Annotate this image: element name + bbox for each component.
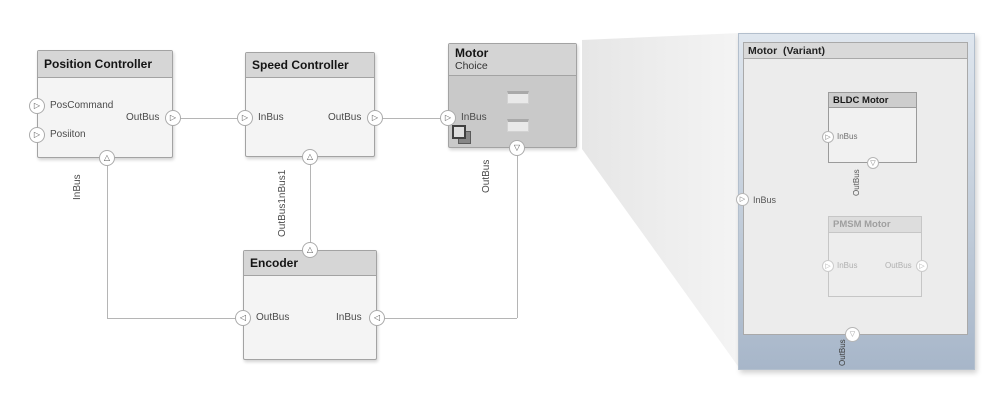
wire-label-motor-outbus: OutBus — [481, 159, 492, 193]
wire-speedctrl-to-motor[interactable] — [375, 118, 448, 119]
port-label-encoder-outbus: OutBus — [256, 312, 290, 323]
variant-choice-preview-2 — [507, 119, 529, 132]
port-bldc-inbus[interactable]: ▷ — [822, 131, 834, 143]
triangle-right-icon: ▷ — [919, 262, 925, 270]
block-bldc-motor-title: BLDC Motor — [833, 94, 889, 106]
port-label-pmsm-outbus: OutBus — [885, 261, 912, 270]
port-motor-inbus-in[interactable]: ▷ — [440, 110, 456, 126]
port-posctrl-outbus-out[interactable]: ▷ — [165, 110, 181, 126]
block-pmsm-motor[interactable]: PMSM Motor — [828, 216, 922, 297]
block-position-controller-title: Position Controller — [44, 57, 152, 71]
port-label-pmsm-inbus: InBus — [837, 261, 858, 270]
port-label-motor-inbus: InBus — [461, 112, 487, 123]
variant-badge-icon — [452, 125, 474, 147]
block-encoder-title: Encoder — [250, 256, 299, 270]
port-pmsm-outbus[interactable]: ▷ — [916, 260, 928, 272]
port-speedctrl-outbus-out[interactable]: ▷ — [367, 110, 383, 126]
wire-label-outbus1nbus1: OutBus1nBus1 — [277, 169, 288, 237]
triangle-down-icon: ▽ — [870, 159, 876, 167]
triangle-down-icon: ▽ — [849, 331, 856, 338]
triangle-up-icon: △ — [103, 153, 111, 162]
block-speed-controller-title: Speed Controller — [252, 58, 349, 72]
port-motor-outbus-bottom[interactable]: ▽ — [509, 140, 525, 156]
triangle-right-icon: ▷ — [739, 196, 746, 203]
triangle-right-icon: ▷ — [33, 130, 41, 139]
block-pmsm-motor-title: PMSM Motor — [833, 219, 891, 230]
block-speed-controller[interactable]: Speed Controller — [245, 52, 375, 157]
wire-motor-to-encoder-horizontal[interactable] — [377, 318, 517, 319]
port-label-posctrl-outbus: OutBus — [126, 112, 160, 123]
port-posctrl-poscommand-in[interactable]: ▷ — [29, 98, 45, 114]
triangle-right-icon: ▷ — [241, 113, 249, 122]
wire-posctrl-to-speedctrl[interactable] — [173, 118, 245, 119]
port-panel-outbus-bottom[interactable]: ▽ — [845, 327, 860, 342]
port-pmsm-inbus[interactable]: ▷ — [822, 260, 834, 272]
port-label-encoder-inbus: InBus — [336, 312, 362, 323]
wire-label-bldc-outbus: OutBus — [852, 169, 861, 196]
variant-choice-preview-1 — [507, 91, 529, 104]
triangle-down-icon: ▽ — [513, 143, 521, 152]
port-bldc-outbus-bottom[interactable]: ▽ — [867, 157, 879, 169]
triangle-right-icon: ▷ — [33, 101, 41, 110]
triangle-up-icon: △ — [306, 245, 314, 254]
wire-label-posctrl-inbus: InBus — [72, 174, 83, 200]
port-label-speedctrl-outbus: OutBus — [328, 112, 362, 123]
triangle-right-icon: ▷ — [444, 113, 452, 122]
block-motor-header: Motor Choice — [449, 44, 576, 76]
port-label-poscommand: PosCommand — [50, 100, 114, 111]
wire-speedctrl-to-encoder[interactable] — [310, 157, 311, 250]
block-motor-title: Motor — [455, 46, 489, 60]
port-encoder-top[interactable]: △ — [302, 242, 318, 258]
variant-panel-title: Motor (Variant) — [748, 44, 826, 57]
block-encoder[interactable]: Encoder — [243, 250, 377, 360]
port-speedctrl-bottom[interactable]: △ — [302, 149, 318, 165]
port-label-bldc-inbus: InBus — [837, 132, 858, 141]
triangle-left-icon: ◁ — [373, 313, 381, 322]
block-motor-subtitle: Choice — [455, 60, 488, 72]
wire-encoder-to-posctrl-horizontal[interactable] — [107, 318, 243, 319]
triangle-right-icon: ▷ — [825, 133, 831, 141]
port-posctrl-posiiton-in[interactable]: ▷ — [29, 127, 45, 143]
wire-label-panel-outbus: OutBus — [838, 339, 847, 366]
triangle-right-icon: ▷ — [371, 113, 379, 122]
port-label-posiiton: Posiiton — [50, 129, 86, 140]
triangle-right-icon: ▷ — [825, 262, 831, 270]
triangle-left-icon: ◁ — [239, 313, 247, 322]
triangle-up-icon: △ — [306, 152, 314, 161]
block-encoder-header: Encoder — [244, 251, 376, 276]
block-bldc-motor-header: BLDC Motor — [829, 93, 916, 108]
port-speedctrl-inbus-in[interactable]: ▷ — [237, 110, 253, 126]
block-bldc-motor[interactable]: BLDC Motor — [828, 92, 917, 163]
port-encoder-inbus-in[interactable]: ◁ — [369, 310, 385, 326]
port-panel-inbus[interactable]: ▷ — [736, 193, 749, 206]
variant-panel-titlebar: Motor (Variant) — [743, 42, 968, 59]
block-position-controller-header: Position Controller — [38, 51, 172, 78]
port-encoder-outbus-out[interactable]: ◁ — [235, 310, 251, 326]
port-label-speedctrl-inbus: InBus — [258, 112, 284, 123]
variant-badge-back-square — [452, 125, 466, 139]
triangle-right-icon: ▷ — [169, 113, 177, 122]
port-label-panel-inbus: InBus — [753, 195, 777, 205]
block-pmsm-motor-header: PMSM Motor — [829, 217, 921, 233]
block-speed-controller-header: Speed Controller — [246, 53, 374, 78]
wire-encoder-to-posctrl-vertical[interactable] — [107, 158, 108, 318]
port-posctrl-inbus-bottom[interactable]: △ — [99, 150, 115, 166]
wire-motor-to-encoder-vertical[interactable] — [517, 148, 518, 318]
